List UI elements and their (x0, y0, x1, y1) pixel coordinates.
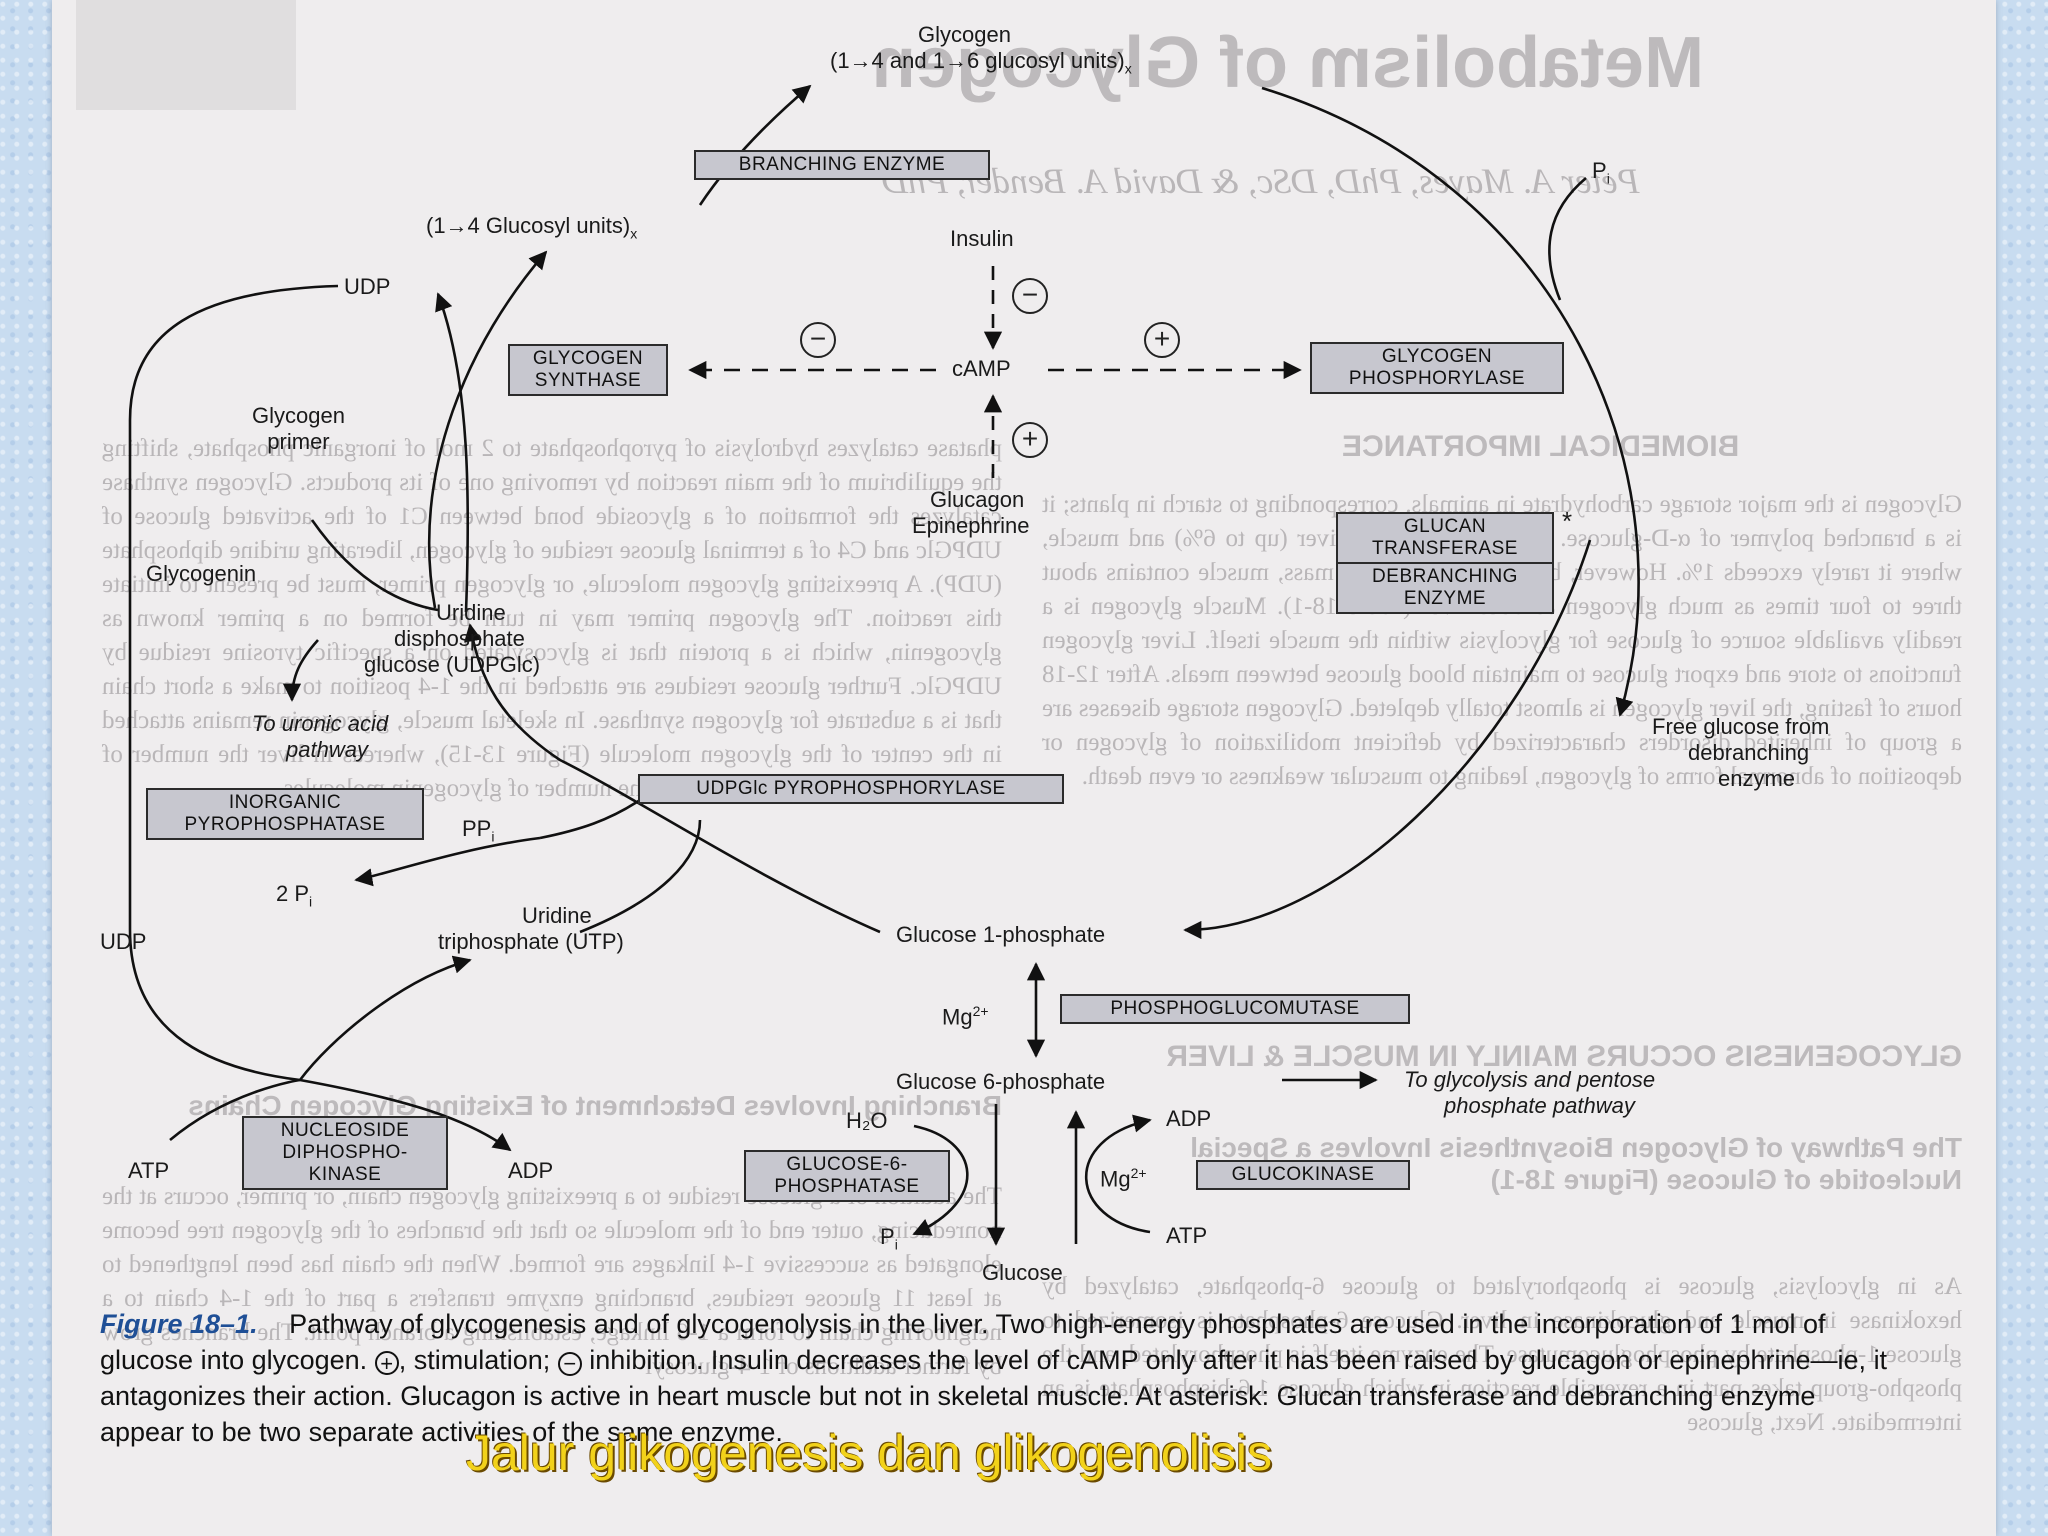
arrow-pyrophosphorylase-ppi (539, 798, 641, 840)
enzyme-glucan-transferase: GLUCAN TRANSFERASE (1336, 512, 1554, 563)
curve-h2o-pi (912, 1124, 969, 1236)
label-pi-bottom: Pi (880, 1224, 898, 1253)
enzyme-glycogen-synthase: GLYCOGEN SYNTHASE (508, 344, 668, 396)
arrow-glucosyl-to-glycogen (706, 82, 813, 200)
label-mg-1: Mg2+ (942, 1003, 989, 1030)
label-free-glucose-2: debranching (1688, 740, 1810, 765)
label-atp-left: ATP (128, 1158, 170, 1183)
ghost-figure-block (76, 0, 296, 110)
enzyme-udpglc-pyrophosphorylase: UDPGlc PYROPHOSPHORYLASE (638, 774, 1064, 804)
arrow-atp-to-ndk (169, 1078, 301, 1141)
arrow-g1p-to-udpglc (463, 623, 881, 934)
slide-title-overlay: Jalur glikogenesis dan glikogenolisis (466, 1425, 1273, 1481)
minus-icon: − (1012, 278, 1048, 314)
arrow-phosphorylase-to-g1p (1183, 539, 1592, 940)
label-udp-top: UDP (344, 274, 391, 299)
enzyme-inorganic-pyrophosphatase: INORGANIC PYROPHOSPHATASE (146, 788, 424, 840)
arrow-utp-to-pyrophosphorylase (579, 819, 702, 934)
label-glycolysis-2: phosphate pathway (1444, 1093, 1635, 1118)
label-glucosyl-14: (1→4 Glucosyl units)x (426, 213, 638, 242)
label-epinephrine: Epinephrine (912, 513, 1030, 538)
enzyme-glucose-6-phosphatase: GLUCOSE-6- PHOSPHATASE (744, 1150, 950, 1202)
caption-text-a: Pathway of glycogenesis and of glycogeno… (100, 1309, 1826, 1375)
label-glucagon: Glucagon (930, 487, 1025, 512)
plus-icon: + (1144, 322, 1180, 358)
caption-text-b: , stimulation; (398, 1345, 551, 1375)
stimulation-symbol: + (374, 1351, 399, 1375)
arrow-glycogenin-to-primer (310, 519, 439, 612)
label-glucose-1-phosphate: Glucose 1-phosphate (896, 922, 1106, 947)
label-h2o: H₂O (846, 1108, 888, 1133)
label-insulin: Insulin (950, 226, 1014, 251)
arrow-udp-release (435, 292, 470, 613)
arrow-udpglc-to-glucosyl (427, 250, 548, 609)
label-udpglc-1: Uridine (436, 600, 506, 625)
label-glycogenin: Glycogenin (146, 561, 257, 586)
enzyme-debranching: DEBRANCHING ENZYME (1336, 563, 1554, 614)
label-camp: cAMP (952, 356, 1011, 381)
label-mg-2: Mg2+ (1100, 1165, 1147, 1192)
minus-icon: − (800, 322, 836, 358)
label-glycogen: Glycogen (918, 22, 1011, 47)
label-glucose-6-phosphate: Glucose 6-phosphate (896, 1069, 1106, 1094)
arrow-pi-into-phosphorylase (1548, 177, 1587, 301)
loop-udp-left (128, 284, 339, 1082)
arrow-ppi-to-2pi (354, 836, 541, 887)
caption-text-c: inhibition. Insulin decreases the level … (100, 1345, 1888, 1447)
enzyme-glycogen-phosphorylase: GLYCOGEN PHOSPHORYLASE (1310, 342, 1564, 394)
figure-caption: Figure 18–1. Pathway of glycogenesis and… (100, 1306, 1890, 1450)
label-pi-top: Pi (1592, 158, 1610, 187)
arrow-glucosyl-to-glycogen-arc (698, 84, 812, 206)
label-uronic-2: pathway (286, 737, 368, 762)
label-utp-1: Uridine (522, 903, 592, 928)
label-adp-right: ADP (1166, 1106, 1212, 1131)
enzyme-glucokinase: GLUCOKINASE (1196, 1160, 1410, 1190)
enzyme-branching: BRANCHING ENZYME (694, 150, 990, 180)
arrow-glycogen-to-free-glucose (1261, 86, 1640, 717)
arrow-to-uronic (282, 639, 319, 702)
label-atp-right: ATP (1166, 1223, 1208, 1248)
enzyme-phosphoglucomutase: PHOSPHOGLUCOMUTASE (1060, 994, 1410, 1024)
label-glycogen-units: (1→4 and 1→6 glucosyl units)x (830, 48, 1132, 77)
label-udp-bottom: UDP (100, 929, 147, 954)
figure-number: Figure 18–1. (100, 1309, 258, 1339)
label-ppi: PPi (462, 816, 495, 845)
asterisk-mark: * (1562, 506, 1573, 536)
plus-icon: + (1012, 422, 1048, 458)
curve-atp-adp (1084, 1114, 1152, 1234)
label-udpglc-3: glucose (UDPGlc) (364, 652, 541, 677)
inhibition-symbol: − (557, 1352, 582, 1376)
label-glucose: Glucose (982, 1260, 1063, 1285)
label-free-glucose-1: Free glucose from (1652, 714, 1830, 739)
arrow-ndk-to-utp (298, 955, 472, 1081)
enzyme-nucleoside-diphosphokinase: NUCLEOSIDE DIPHOSPHO- KINASE (242, 1116, 448, 1190)
label-uronic-1: To uronic acid (252, 711, 389, 736)
textbook-page: Metabolism of Glycogen Peter A. Mayes, P… (52, 0, 1996, 1536)
label-adp-left: ADP (508, 1158, 554, 1183)
arrow-udp-to-ndk (299, 1078, 512, 1152)
label-udpglc-2: disphosphate (394, 626, 525, 651)
label-2pi: 2 Pi (276, 881, 313, 910)
label-glycolysis-1: To glycolysis and pentose (1404, 1067, 1656, 1092)
label-glycogen-primer: Glycogen primer (252, 403, 345, 454)
label-free-glucose-3: enzyme (1718, 766, 1796, 791)
label-utp-2: triphosphate (UTP) (438, 929, 624, 954)
